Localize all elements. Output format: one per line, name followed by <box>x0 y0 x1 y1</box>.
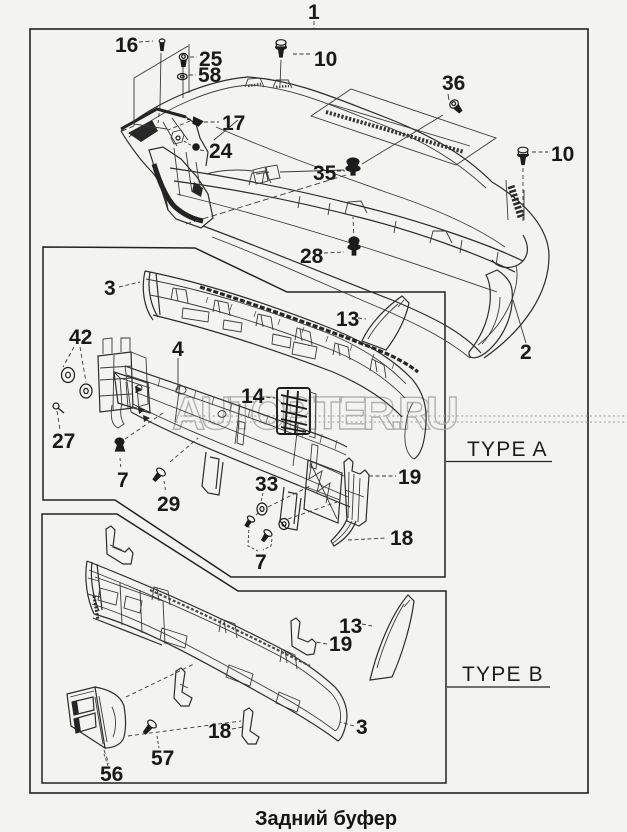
svg-text:33: 33 <box>255 473 278 496</box>
svg-text:28: 28 <box>300 245 324 268</box>
svg-text:19: 19 <box>329 633 352 656</box>
svg-text:TYPE A: TYPE A <box>467 438 548 461</box>
svg-text:36: 36 <box>442 72 465 95</box>
svg-text:29: 29 <box>157 493 180 516</box>
svg-text:56: 56 <box>100 763 123 786</box>
svg-text:42: 42 <box>69 326 92 349</box>
svg-text:58: 58 <box>198 64 222 87</box>
svg-text:16: 16 <box>115 34 138 57</box>
svg-text:3: 3 <box>104 277 116 300</box>
svg-text:AUTOPITER.RU: AUTOPITER.RU <box>172 387 457 439</box>
svg-text:24: 24 <box>209 140 233 163</box>
svg-text:13: 13 <box>339 615 362 638</box>
svg-text:13: 13 <box>336 308 359 331</box>
svg-text:2: 2 <box>520 341 532 364</box>
svg-text:Задний буфер: Задний буфер <box>255 808 397 830</box>
svg-text:TYPE B: TYPE B <box>462 663 544 686</box>
svg-text:4: 4 <box>172 338 184 361</box>
svg-text:35: 35 <box>313 162 337 185</box>
svg-text:10: 10 <box>314 48 337 71</box>
svg-text:27: 27 <box>52 430 75 453</box>
svg-text:7: 7 <box>255 551 267 574</box>
svg-text:1: 1 <box>308 1 320 24</box>
svg-text:18: 18 <box>390 527 414 550</box>
svg-text:7: 7 <box>117 469 129 492</box>
svg-text:3: 3 <box>356 716 368 739</box>
svg-text:18: 18 <box>208 720 232 743</box>
svg-text:19: 19 <box>398 466 421 489</box>
svg-text:14: 14 <box>241 385 265 408</box>
svg-text:25: 25 <box>199 48 223 71</box>
svg-text:10: 10 <box>551 143 574 166</box>
svg-text:57: 57 <box>151 747 174 770</box>
